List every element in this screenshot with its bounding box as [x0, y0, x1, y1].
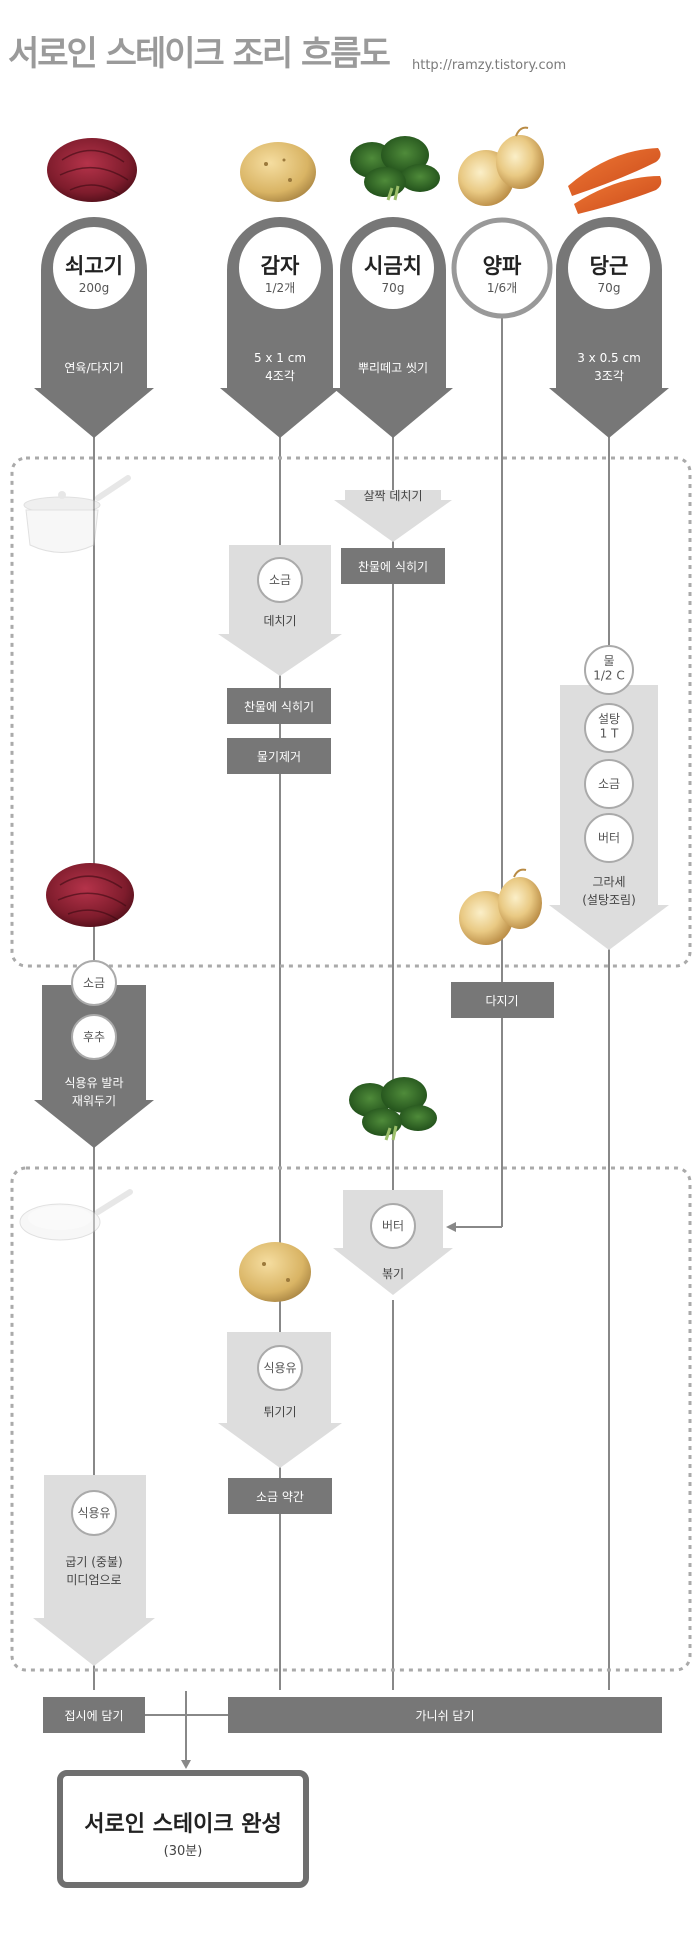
- garnish-box: [228, 1697, 662, 1733]
- pot-icon: [23, 475, 131, 553]
- onion-image: [458, 126, 544, 206]
- carrot-image: [568, 148, 662, 214]
- beef-rest-label: 식용유 발라: [64, 1076, 123, 1090]
- carrot-name: 당근: [590, 254, 629, 278]
- potato-cool-label: 찬물에 식히기: [244, 699, 314, 714]
- boil-stage-box: [10, 456, 692, 968]
- potato-boil-label: 데치기: [263, 614, 296, 628]
- beef-prep: 연육/다지기: [64, 361, 123, 375]
- onion-card: [451, 217, 553, 319]
- potato-image-2: [239, 1242, 311, 1302]
- final-time: (30분): [163, 1844, 203, 1859]
- beef-grill-arrow: [33, 1475, 155, 1666]
- source-url: http://ramzy.tistory.com: [412, 58, 567, 73]
- potato-salt-box: [228, 1478, 332, 1514]
- potato-oil-circle: [257, 1345, 303, 1391]
- onion-name: 양파: [483, 254, 522, 278]
- carrot-card: [549, 217, 669, 438]
- carrot-prep-count: 3조각: [594, 369, 624, 383]
- beef-pepper-label: 후추: [83, 1030, 105, 1044]
- spinach-butter-circle: [370, 1203, 416, 1249]
- carrot-butter-label: 버터: [598, 831, 620, 845]
- spinach-image-2: [349, 1077, 437, 1141]
- potato-prep-size: 5 x 1 cm: [254, 351, 306, 365]
- spinach-qty: 70g: [382, 281, 405, 295]
- spinach-prep: 뿌리떼고 씻기: [358, 361, 428, 375]
- potato-drain-label: 물기제거: [257, 750, 301, 764]
- spinach-cool-box: [341, 548, 445, 584]
- onion-image-2: [459, 868, 542, 945]
- spinach-blanch-arrow: [334, 490, 452, 542]
- potato-card: [220, 217, 340, 438]
- beef-image-2: [46, 863, 134, 927]
- potato-salt-small-label: 소금 약간: [256, 1489, 304, 1504]
- beef-grill-label: 굽기 (중불): [65, 1555, 122, 1569]
- beef-marinate-arrow: [34, 985, 154, 1148]
- beef-oil-circle: [71, 1490, 117, 1536]
- carrot-salt-circle: 소금: [584, 759, 634, 809]
- spinach-card: [333, 217, 453, 438]
- onion-chop-box: [451, 982, 554, 1018]
- beef-pepper-circle: [71, 1014, 117, 1060]
- beef-name: 쇠고기: [65, 254, 123, 278]
- page-title: 서로인 스테이크 조리 흐름도: [8, 34, 391, 74]
- potato-drain-box: [227, 738, 331, 774]
- potato-oil-label: 식용유: [263, 1361, 296, 1375]
- beef-qty: 200g: [79, 281, 110, 295]
- plate-label: 접시에 담기: [64, 1709, 123, 1723]
- potato-qty: 1/2개: [265, 281, 295, 295]
- beef-image: [47, 138, 137, 202]
- beef-oil-label: 식용유: [77, 1506, 110, 1520]
- carrot-glace-label: 그라세: [592, 875, 625, 889]
- beef-salt-label: 소금: [83, 976, 105, 990]
- spinach-name: 시금치: [364, 254, 422, 278]
- spinach-cool-label: 찬물에 식히기: [358, 559, 428, 574]
- final-result-box: 서로인 스테이크 완성 (30분): [57, 1770, 309, 1888]
- spinach-image: [350, 136, 440, 201]
- potato-cool-box: [227, 688, 331, 724]
- final-arrow: [181, 1760, 191, 1769]
- beef-grill-sub: 미디엄으로: [66, 1573, 121, 1587]
- spinach-butter-label: 버터: [382, 1219, 404, 1233]
- carrot-qty: 70g: [598, 281, 621, 295]
- onion-qty: 1/6개: [487, 281, 517, 295]
- plate-box: [43, 1697, 145, 1733]
- potato-image: [240, 142, 316, 202]
- garnish-label: 가니쉬 담기: [415, 1709, 474, 1723]
- spinach-saute-label: 볶기: [382, 1267, 404, 1281]
- carrot-butter-circle: 버터: [584, 813, 634, 863]
- onion-chop-label: 다지기: [485, 994, 518, 1008]
- potato-boil-arrow: [218, 545, 342, 676]
- potato-name: 감자: [261, 254, 300, 278]
- beef-rest-sub: 재워두기: [72, 1094, 116, 1108]
- potato-salt-label: 소금: [269, 573, 291, 587]
- potato-fry-label: 튀기기: [263, 1405, 296, 1419]
- final-title: 서로인 스테이크 완성: [84, 1812, 282, 1837]
- onion-merge-arrow: [446, 1222, 456, 1232]
- fry-stage-box: [10, 1166, 692, 1672]
- carrot-prep-size: 3 x 0.5 cm: [577, 351, 641, 365]
- carrot-salt-label: 소금: [598, 777, 620, 791]
- spinach-blanch-label: 살짝 데치기: [363, 489, 422, 503]
- potato-fry-arrow: [218, 1332, 342, 1468]
- potato-prep-count: 4조각: [265, 369, 295, 383]
- carrot-glace-sub: (설탕조림): [582, 893, 636, 907]
- pan-icon: [19, 1189, 133, 1241]
- beef-card: [34, 217, 154, 438]
- potato-salt-circle: [257, 557, 303, 603]
- beef-salt-circle: [71, 960, 117, 1006]
